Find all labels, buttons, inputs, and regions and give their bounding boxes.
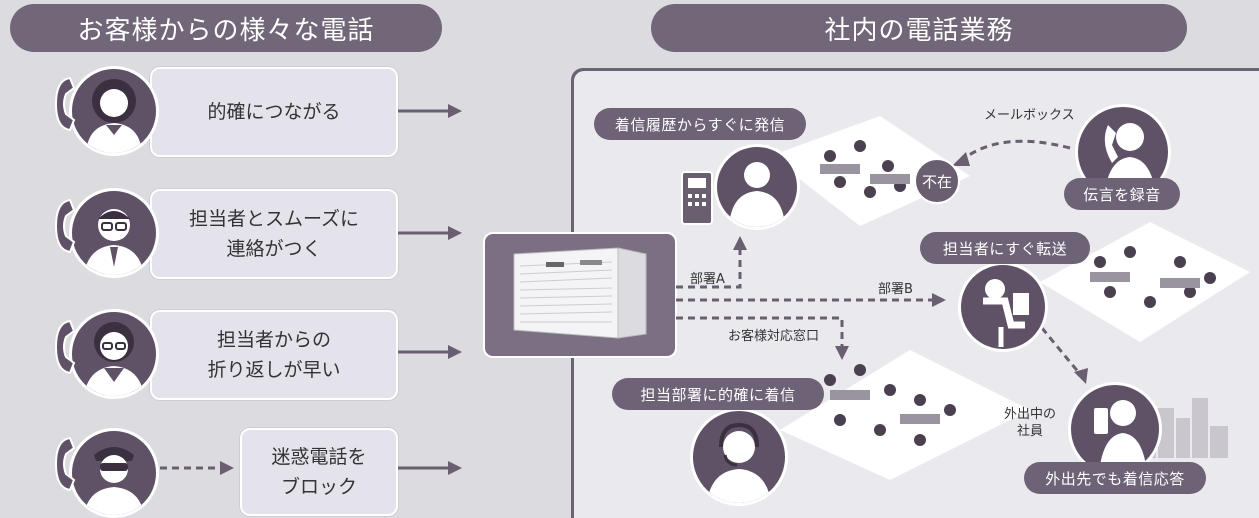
phone-icon <box>54 436 76 492</box>
customer-window-label: お客様対応窓口 <box>728 329 820 344</box>
arrow-3 <box>398 345 462 359</box>
woman-avatar-icon <box>69 66 159 156</box>
history-tag: 着信履歴からすぐに発信 <box>594 108 806 140</box>
phone-icon <box>54 198 76 254</box>
headset-operator-avatar-icon <box>690 408 788 506</box>
left-header: お客様からの様々な電話 <box>10 4 442 52</box>
arrow-2 <box>398 226 462 240</box>
office-floor-bottom <box>780 350 1030 480</box>
pbx-device-icon <box>513 247 647 339</box>
phone-icon <box>54 319 76 375</box>
man-glasses-avatar-icon <box>69 188 159 278</box>
department-tag: 担当部署に的確に着信 <box>612 378 824 410</box>
dept-b-label: 部署B <box>878 282 913 297</box>
office-phone-icon <box>681 171 713 225</box>
left-item-3: 担当者からの 折り返しが早い <box>150 310 398 400</box>
dept-a-label: 部署A <box>690 272 725 287</box>
phone-icon <box>54 76 76 132</box>
office-staff-avatar-icon <box>714 144 800 230</box>
office-floor-top <box>770 116 970 226</box>
arrow-1 <box>398 104 462 118</box>
desk-worker-avatar-icon <box>958 262 1048 352</box>
outside-tag: 外出先でも着信応答 <box>1024 462 1206 494</box>
dashed-arrow-block <box>160 461 234 475</box>
mailbox-label: メールボックス <box>984 108 1075 123</box>
record-tag: 伝言を録音 <box>1064 178 1180 210</box>
woman-glasses-avatar-icon <box>69 309 159 399</box>
right-header: 社内の電話業務 <box>651 4 1187 52</box>
suspicious-caller-avatar-icon <box>69 428 159 518</box>
office-floor-right <box>1040 222 1250 342</box>
transfer-tag: 担当者にすぐ転送 <box>920 232 1090 264</box>
left-item-2: 担当者とスムーズに 連絡がつく <box>150 189 398 279</box>
left-item-4: 迷惑電話を ブロック <box>240 428 398 516</box>
left-item-1: 的確につながる <box>150 67 398 157</box>
absent-badge: 不在 <box>914 158 960 204</box>
arrow-4 <box>398 461 462 475</box>
outside-staff-label: 外出中の 社員 <box>1004 407 1057 439</box>
mobile-staff-avatar-icon <box>1068 382 1162 476</box>
